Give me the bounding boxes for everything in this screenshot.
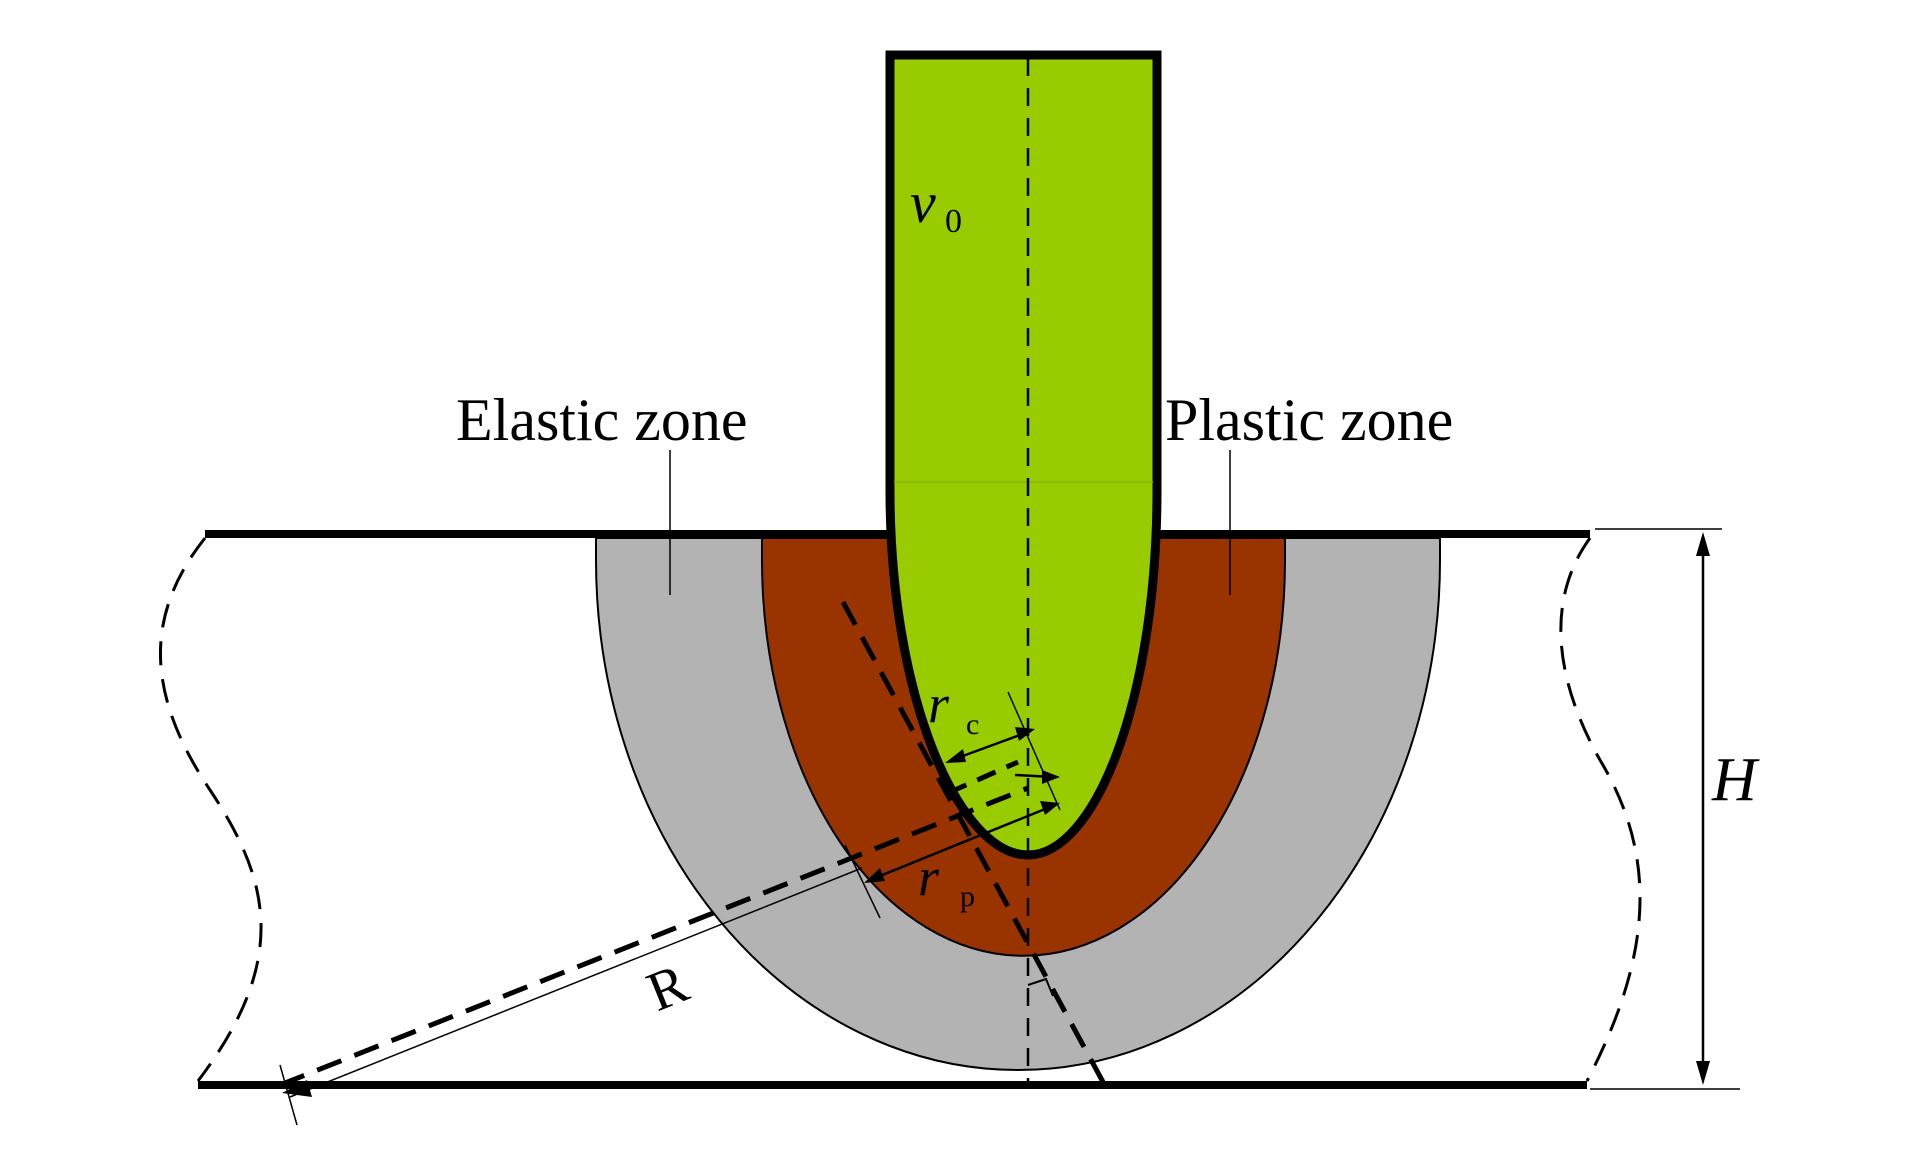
- rp-arrowhead-left: [864, 868, 885, 883]
- velocity-label: v: [910, 170, 936, 235]
- velocity-subscript: 0: [945, 203, 962, 240]
- rp-label: r: [918, 847, 940, 907]
- left-break-line: [159, 537, 263, 1082]
- rc-subscript: c: [966, 708, 979, 741]
- rp-subscript: p: [960, 880, 975, 913]
- rc-dimension-line: [951, 730, 1029, 762]
- R-dimension-line: [289, 867, 863, 1098]
- rp-arrowhead-right: [1040, 801, 1060, 815]
- rp-extension-line: [844, 844, 881, 919]
- rc-label: r: [928, 674, 950, 734]
- R-extension-line-outer: [279, 1064, 298, 1126]
- rc-to-axis-arrowhead: [1042, 770, 1060, 784]
- height-label: H: [1711, 746, 1760, 814]
- outer-radius-label: R: [639, 952, 697, 1024]
- rc-extension-line: [1007, 691, 1061, 811]
- plastic-zone-label: Plastic zone: [1165, 387, 1453, 453]
- rp-dimension-line: [869, 803, 1056, 882]
- radius-dashed-line-R: [279, 785, 1029, 1088]
- elastic-zone-label: Elastic zone: [456, 387, 748, 453]
- radius-dashed-line-c: [946, 759, 1020, 796]
- R-arrowhead: [282, 1080, 312, 1097]
- right-break-line: [1559, 537, 1642, 1082]
- right-angle-mark: [1027, 977, 1054, 997]
- rc-arrowhead-left: [945, 749, 966, 763]
- inclined-dashed-line: [840, 600, 1106, 1084]
- H-arrowhead-top: [1696, 532, 1710, 556]
- H-arrowhead-bottom: [1696, 1061, 1710, 1085]
- rc-arrowhead-right: [1015, 727, 1035, 741]
